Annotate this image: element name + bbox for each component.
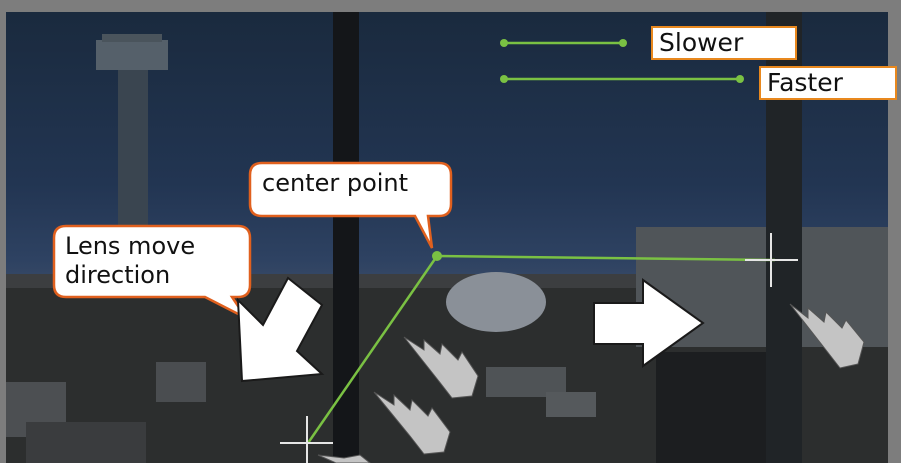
arrow-icon <box>236 276 325 383</box>
faster-label: Faster <box>767 68 843 97</box>
slower-label-box: Slower <box>651 26 797 60</box>
crosshair-icon <box>745 233 798 287</box>
arrow-icon <box>593 278 705 368</box>
lens-move-label-line1: Lens move <box>65 232 196 260</box>
slow-drag-line <box>306 255 439 444</box>
faster-label-box: Faster <box>759 66 897 100</box>
pointing-hand-icon <box>403 336 479 399</box>
slower-speed-line <box>500 39 627 47</box>
fast-drag-line <box>436 254 776 262</box>
pointing-hand-icon <box>789 303 865 369</box>
center-point-label: center point <box>262 169 409 197</box>
faster-speed-line <box>500 75 744 83</box>
lens-move-label-line2: direction <box>65 261 171 289</box>
pointing-hand-icon <box>317 454 371 463</box>
airplane <box>446 272 546 332</box>
control-tower-cab <box>96 40 168 70</box>
center-point-dot <box>432 251 442 261</box>
pointing-hand-icon <box>373 391 451 455</box>
center-point-callout <box>248 161 453 249</box>
crosshair-icon <box>280 416 333 463</box>
slower-label: Slower <box>659 28 744 57</box>
